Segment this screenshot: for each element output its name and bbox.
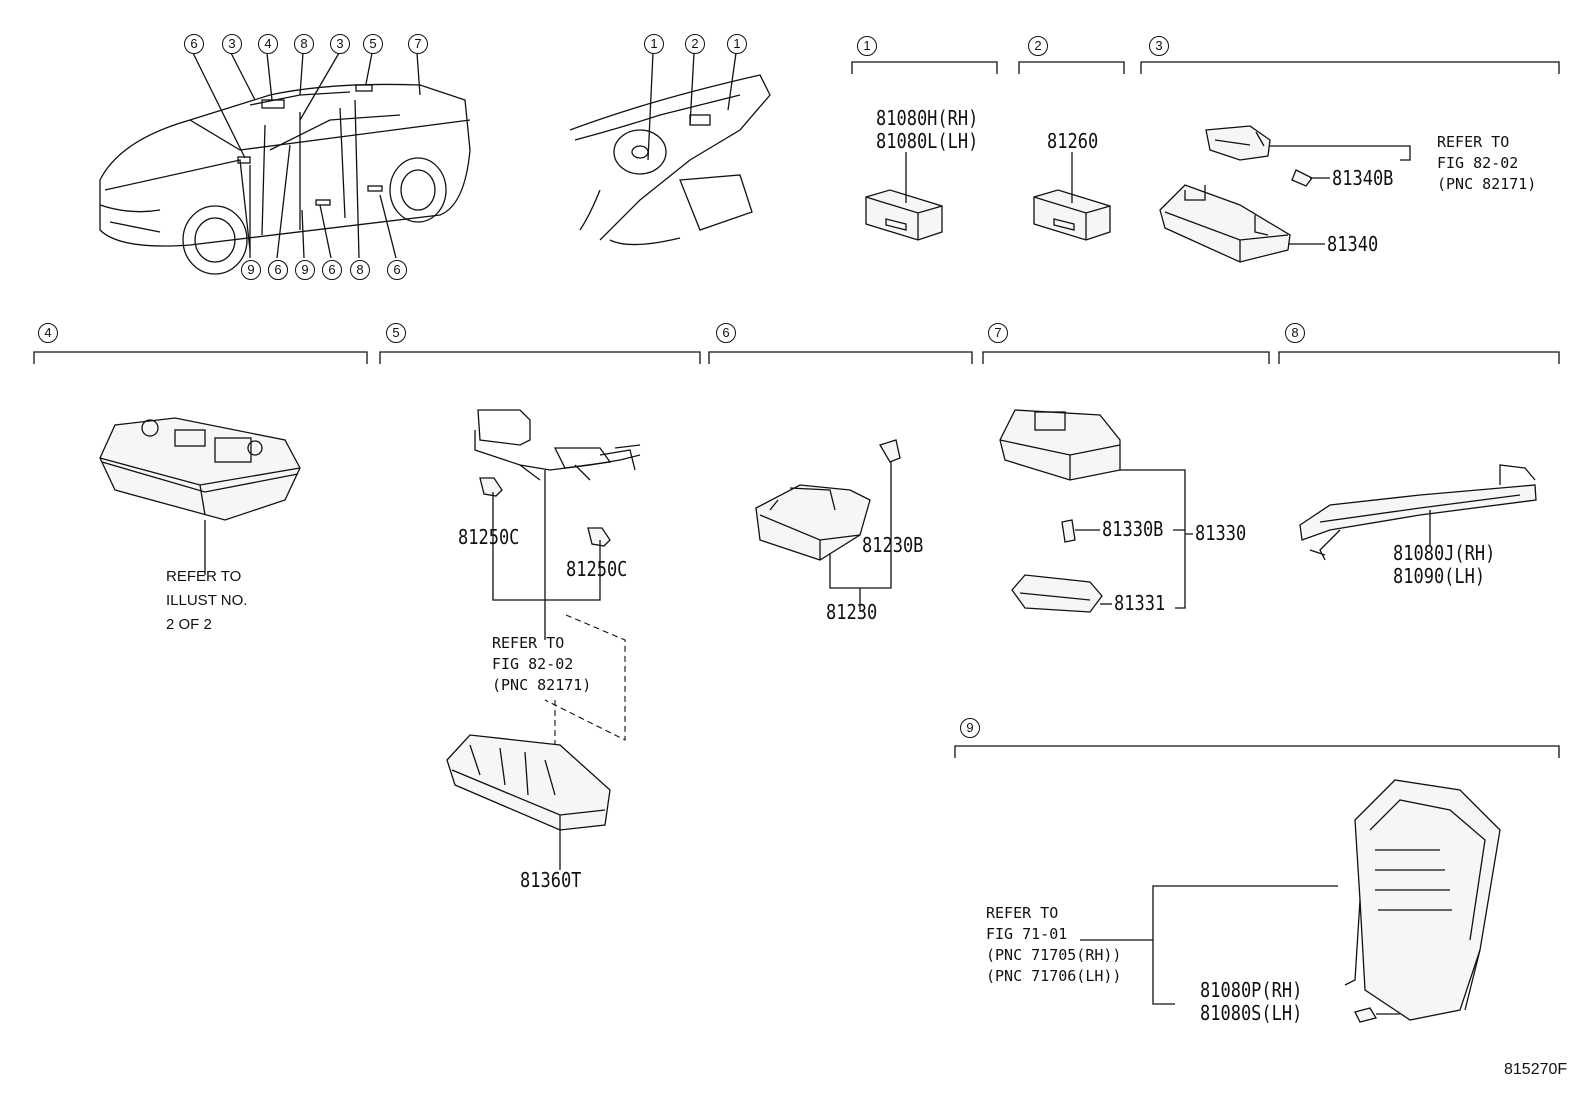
callout-car-9: 9 — [241, 260, 261, 280]
part-number-81250c-left: 81250C — [458, 525, 520, 549]
section-6-number: 6 — [716, 323, 736, 343]
s6-lamp-drawing — [755, 439, 901, 612]
part-number-81331: 81331 — [1114, 591, 1166, 615]
part-number-81230b: 81230B — [862, 533, 924, 557]
s9-reference-line-2: FIG 71-01 — [986, 925, 1068, 943]
s9-reference-line-4: (PNC 71706(LH)) — [986, 967, 1122, 985]
section-5-number: 5 — [386, 323, 406, 343]
s4-reference-line-3: 2 OF 2 — [166, 616, 212, 633]
callout-car-8: 8 — [350, 260, 370, 280]
s3-reference-line-2: FIG 82-02 — [1437, 154, 1519, 172]
s5-reference-line-3: (PNC 82171) — [492, 676, 592, 694]
section-1-number: 1 — [857, 36, 877, 56]
callout-dash-1: 1 — [727, 34, 747, 54]
s9-visor-drawing — [1080, 779, 1501, 1023]
section-8-number: 8 — [1285, 323, 1305, 343]
s5-lamp-drawing — [446, 409, 641, 870]
callout-car-6: 6 — [184, 34, 204, 54]
illustration-code: 815270F — [1504, 1061, 1568, 1078]
callout-car-7: 7 — [408, 34, 428, 54]
section-3-number: 3 — [1149, 36, 1169, 56]
callout-dash-2: 2 — [685, 34, 705, 54]
s3-lamp-drawing — [1159, 125, 1411, 263]
section-7-number: 7 — [988, 323, 1008, 343]
s4-reference-line-1: REFER TO — [166, 568, 242, 585]
callout-car-3: 3 — [222, 34, 242, 54]
callout-car-8: 8 — [294, 34, 314, 54]
s9-reference-line-1: REFER TO — [986, 904, 1059, 922]
section-4-number: 4 — [38, 323, 58, 343]
part-number-81340b: 81340B — [1332, 166, 1394, 190]
section-brackets — [33, 61, 1560, 758]
callout-car-6: 6 — [322, 260, 342, 280]
s5-reference-line-2: FIG 82-02 — [492, 655, 574, 673]
part-number-81080l: 81080L(LH) — [876, 129, 979, 153]
car-overview-illustration — [99, 52, 471, 275]
s5-reference-line-1: REFER TO — [492, 634, 565, 652]
s3-reference-line-3: (PNC 82171) — [1437, 175, 1537, 193]
part-number-81260: 81260 — [1047, 129, 1099, 153]
callout-car-6: 6 — [387, 260, 407, 280]
s9-reference-line-3: (PNC 71705(RH)) — [986, 946, 1122, 964]
part-number-81080j: 81080J(RH) — [1393, 541, 1496, 565]
part-number-81250c-right: 81250C — [566, 557, 628, 581]
part-number-81080h: 81080H(RH) — [876, 106, 979, 130]
callout-car-6: 6 — [268, 260, 288, 280]
s3-reference-line-1: REFER TO — [1437, 133, 1510, 151]
callout-car-4: 4 — [258, 34, 278, 54]
part-number-81360t: 81360T — [520, 868, 582, 892]
part-number-81080p: 81080P(RH) — [1200, 978, 1303, 1002]
section-9-number: 9 — [960, 718, 980, 738]
s1-lamp-drawing — [865, 152, 943, 241]
s7-lamp-drawing — [999, 409, 1193, 613]
s2-lamp-drawing — [1033, 152, 1111, 241]
dashboard-illustration — [569, 52, 771, 246]
part-number-81090: 81090(LH) — [1393, 564, 1486, 588]
section-2-number: 2 — [1028, 36, 1048, 56]
callout-dash-1: 1 — [644, 34, 664, 54]
s8-lamp-drawing — [1299, 464, 1537, 561]
part-number-81230: 81230 — [826, 600, 878, 624]
part-number-81080s: 81080S(LH) — [1200, 1001, 1303, 1025]
callout-car-3: 3 — [330, 34, 350, 54]
part-number-81340: 81340 — [1327, 232, 1379, 256]
part-number-81330: 81330 — [1195, 521, 1247, 545]
part-number-81330b: 81330B — [1102, 517, 1164, 541]
s4-reference-line-2: ILLUST NO. — [166, 592, 248, 609]
s4-console-drawing — [99, 417, 301, 575]
callout-car-9: 9 — [295, 260, 315, 280]
callout-car-5: 5 — [363, 34, 383, 54]
